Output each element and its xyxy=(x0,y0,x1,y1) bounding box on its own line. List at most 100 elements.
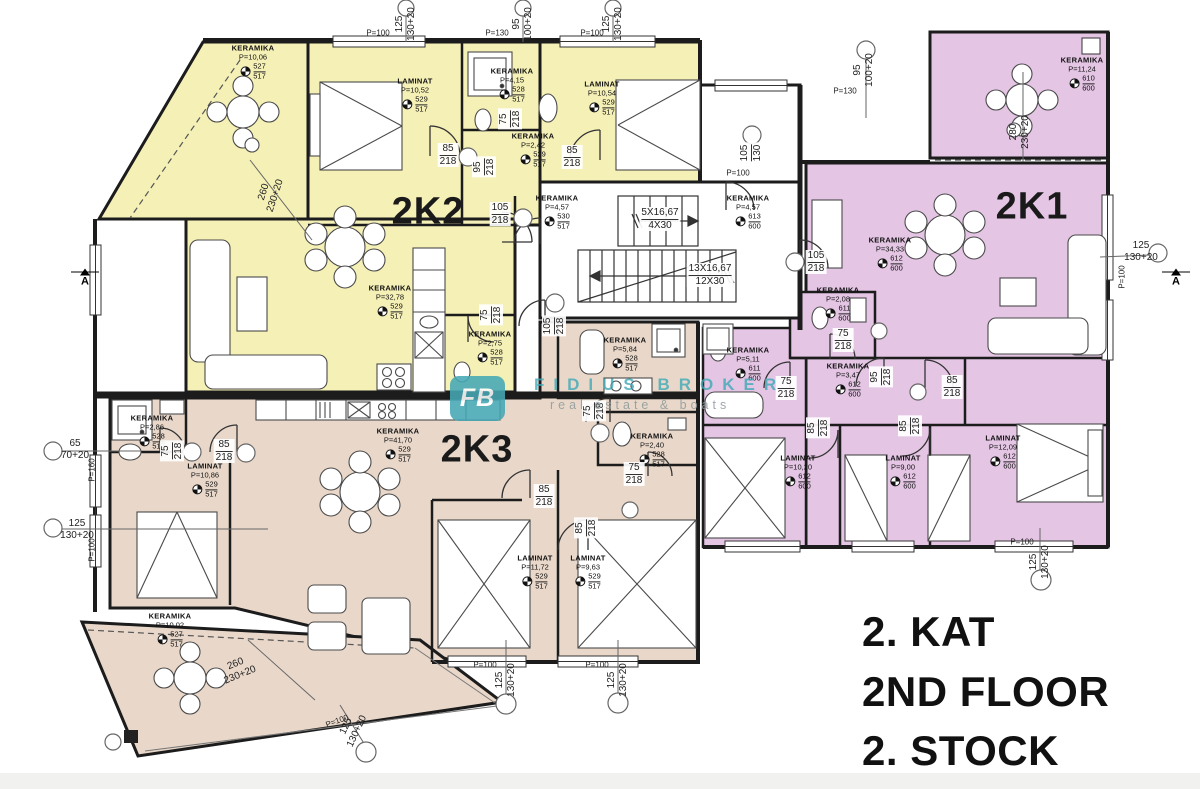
wall-dimension-text: P=130 xyxy=(485,28,509,38)
wall-dimension-text: P=100 xyxy=(87,538,97,562)
room-material: KERAMIKA xyxy=(630,431,674,441)
room-material: KERAMIKA xyxy=(826,361,870,371)
room-area: P=34,33 xyxy=(875,244,905,254)
room-area: P=4,57 xyxy=(736,202,760,212)
room-area: P=2,75 xyxy=(478,338,502,348)
watermark-tagline: real estate & boats xyxy=(550,398,731,412)
level-marker-icon xyxy=(520,154,531,165)
level-marker-icon xyxy=(402,99,413,110)
room-material: KERAMIKA xyxy=(130,413,174,423)
column-post xyxy=(124,730,138,743)
room-material: LAMINAT xyxy=(570,553,606,563)
section-triangle-icon xyxy=(80,268,90,276)
section-marker: A xyxy=(71,268,99,288)
room-area: P=4,57 xyxy=(545,202,569,212)
apartment-label: 2K1 xyxy=(995,185,1069,228)
room-material: KERAMIKA xyxy=(603,335,647,345)
room-area: P=11,24 xyxy=(1068,64,1096,74)
room-material: KERAMIKA xyxy=(511,131,555,141)
level-marker-icon xyxy=(785,476,796,487)
room-area: P=2,08 xyxy=(826,294,850,304)
room-material: KERAMIKA xyxy=(468,329,512,339)
room-material: KERAMIKA xyxy=(368,283,412,293)
floor-title-de: 2. STOCK xyxy=(862,727,1059,775)
wall-dimension-text: P=100 xyxy=(580,28,604,38)
level-marker-icon xyxy=(385,449,396,460)
room-area: P=10,02 xyxy=(155,620,185,630)
room-area: P=2,40 xyxy=(640,440,664,450)
room-area: P=4,15 xyxy=(500,75,524,85)
wall-dimension-text: P=100 xyxy=(1010,537,1034,547)
room-material: LAMINAT xyxy=(584,79,620,89)
room-material: LAMINAT xyxy=(885,453,921,463)
balcony-railing xyxy=(144,647,498,752)
level-marker-icon xyxy=(877,258,888,269)
room-material: KERAMIKA xyxy=(376,426,420,436)
room-material: LAMINAT xyxy=(780,453,816,463)
wall-dimension-text: P=100 xyxy=(1117,265,1127,289)
room-material: LAMINAT xyxy=(187,461,223,471)
room-material: KERAMIKA xyxy=(148,611,192,621)
floor-title-hr: 2. KAT xyxy=(862,608,995,655)
section-marker: A xyxy=(1162,268,1190,288)
room-area: P=9,00 xyxy=(891,462,915,472)
room-material: KERAMIKA xyxy=(868,235,912,245)
page-bottom-strip xyxy=(0,773,1200,789)
room-material: KERAMIKA xyxy=(726,193,770,203)
level-marker-icon xyxy=(612,358,623,369)
room-material: KERAMIKA xyxy=(535,193,579,203)
room-area: P=10,86 xyxy=(190,470,220,480)
level-marker-icon xyxy=(240,66,251,77)
room-area: P=3,47 xyxy=(836,370,860,380)
wall-dimension-text: P=100 xyxy=(726,168,750,178)
apartment-label: 2K2 xyxy=(391,190,465,233)
room-area: P=32,78 xyxy=(375,292,405,302)
watermark-brand: FIDIUS BROKER xyxy=(534,375,786,394)
level-marker-icon xyxy=(1069,78,1080,89)
room-area: P=10,06 xyxy=(238,52,268,62)
level-marker-icon xyxy=(157,634,168,645)
room-area: P=5,11 xyxy=(736,354,760,364)
fidius-broker-logo-icon: FB xyxy=(450,376,505,421)
room-area: P=10,54 xyxy=(587,88,617,98)
level-marker-icon xyxy=(990,456,1001,467)
dimension-leaders xyxy=(60,3,1151,746)
room-material: LAMINAT xyxy=(517,553,553,563)
